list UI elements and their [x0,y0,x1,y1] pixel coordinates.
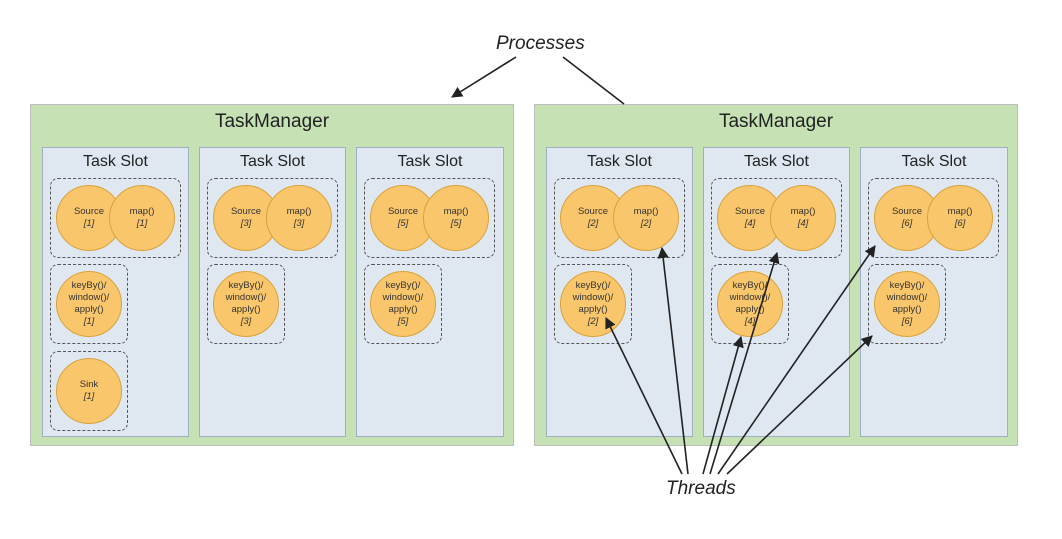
sink-label: Sink [79,379,99,390]
operator-chain-sink [50,351,128,431]
map-operator: map() [3] [266,185,332,251]
keyby-line-2: window()/ [382,292,424,303]
process-arrow-tm1 [451,56,517,98]
operator-chain-source-map [207,178,338,258]
keyby-line-1: keyBy()/ [889,280,925,291]
map-label: map() [286,206,312,217]
map-operator: map() [6] [927,185,993,251]
source-label: Source [577,206,609,217]
task-slot-1: Task Slot Source [1] map() [1] keyBy()/ … [42,147,189,437]
operator-chain-source-map [554,178,685,258]
task-slot-title: Task Slot [744,153,809,170]
thread-arrow-map-2 [657,246,689,475]
operator-chain-keyby [364,264,442,344]
map-label: map() [129,206,155,217]
keyby-window-apply-operator: keyBy()/ window()/ apply() [4] [717,271,783,337]
keyby-line-1: keyBy()/ [732,280,768,291]
task-slot-5: Task Slot Source [5] map() [5] keyBy()/ … [356,147,504,437]
map-label: map() [633,206,659,217]
source-label: Source [734,206,766,217]
map-operator: map() [4] [770,185,836,251]
keyby-index: [6] [901,316,913,327]
keyby-line-2: window()/ [68,292,110,303]
thread-arrow-map-4 [709,251,780,475]
map-operator: map() [5] [423,185,489,251]
operator-chain-source-map [364,178,495,258]
keyby-line-2: window()/ [225,292,267,303]
thread-arrow-keyby-4 [702,335,744,475]
task-slot-2: Task Slot Source [2] map() [2] keyBy()/ … [546,147,693,437]
keyby-line-2: window()/ [886,292,928,303]
thread-arrow-keyby-2 [605,316,683,475]
keyby-line-1: keyBy()/ [71,280,107,291]
keyby-line-3: apply() [74,304,104,315]
operator-chain-source-map [50,178,181,258]
taskmanager-title: TaskManager [214,111,330,132]
map-operator: map() [1] [109,185,175,251]
map-operator: map() [2] [613,185,679,251]
keyby-line-1: keyBy()/ [575,280,611,291]
source-index: [3] [240,218,252,229]
keyby-line-3: apply() [735,304,765,315]
threads-label: Threads [666,478,736,499]
source-index: [1] [83,218,95,229]
task-slot-title: Task Slot [83,153,148,170]
keyby-index: [2] [587,316,599,327]
task-slot-3: Task Slot Source [3] map() [3] keyBy()/ … [199,147,346,437]
keyby-index: [5] [397,316,409,327]
keyby-window-apply-operator: keyBy()/ window()/ apply() [5] [370,271,436,337]
keyby-line-3: apply() [388,304,418,315]
task-slot-title: Task Slot [587,153,652,170]
sink-operator: Sink [1] [56,358,122,424]
operator-chain-keyby [50,264,128,344]
keyby-line-3: apply() [231,304,261,315]
operator-chain-keyby [207,264,285,344]
map-index: [2] [640,218,652,229]
keyby-line-3: apply() [578,304,608,315]
source-label: Source [387,206,419,217]
thread-arrow-keyby-6 [726,335,873,475]
task-slot-title: Task Slot [901,153,967,170]
map-index: [5] [450,218,462,229]
map-label: map() [443,206,469,217]
map-index: [1] [136,218,148,229]
source-index: [6] [901,218,913,229]
keyby-line-3: apply() [892,304,922,315]
task-slot-6: Task Slot Source [6] map() [6] keyBy()/ … [860,147,1008,437]
thread-arrow-source-6 [717,245,876,475]
operator-chain-keyby [868,264,946,344]
source-label: Source [230,206,262,217]
operator-chain-keyby [554,264,632,344]
map-label: map() [790,206,816,217]
map-index: [6] [954,218,966,229]
source-index: [5] [397,218,409,229]
keyby-index: [1] [83,316,95,327]
taskmanager-1: TaskManager Task Slot Source [1] map() [… [30,104,514,446]
keyby-window-apply-operator: keyBy()/ window()/ apply() [3] [213,271,279,337]
keyby-line-1: keyBy()/ [228,280,264,291]
map-label: map() [947,206,973,217]
keyby-line-1: keyBy()/ [385,280,421,291]
task-slot-title: Task Slot [397,153,463,170]
processes-label: Processes [496,33,585,54]
map-index: [4] [797,218,809,229]
keyby-index: [3] [240,316,252,327]
keyby-line-2: window()/ [729,292,771,303]
process-line-tm2 [562,56,625,105]
taskmanager-title: TaskManager [718,111,834,132]
keyby-line-2: window()/ [572,292,614,303]
task-slot-title: Task Slot [240,153,305,170]
keyby-index: [4] [744,316,756,327]
operator-chain-source-map [868,178,999,258]
keyby-window-apply-operator: keyBy()/ window()/ apply() [6] [874,271,940,337]
source-label: Source [891,206,923,217]
sink-index: [1] [83,391,95,402]
keyby-window-apply-operator: keyBy()/ window()/ apply() [1] [56,271,122,337]
map-index: [3] [293,218,305,229]
source-index: [2] [587,218,599,229]
source-index: [4] [744,218,756,229]
source-operator: Source [4] [717,185,783,251]
source-label: Source [73,206,105,217]
